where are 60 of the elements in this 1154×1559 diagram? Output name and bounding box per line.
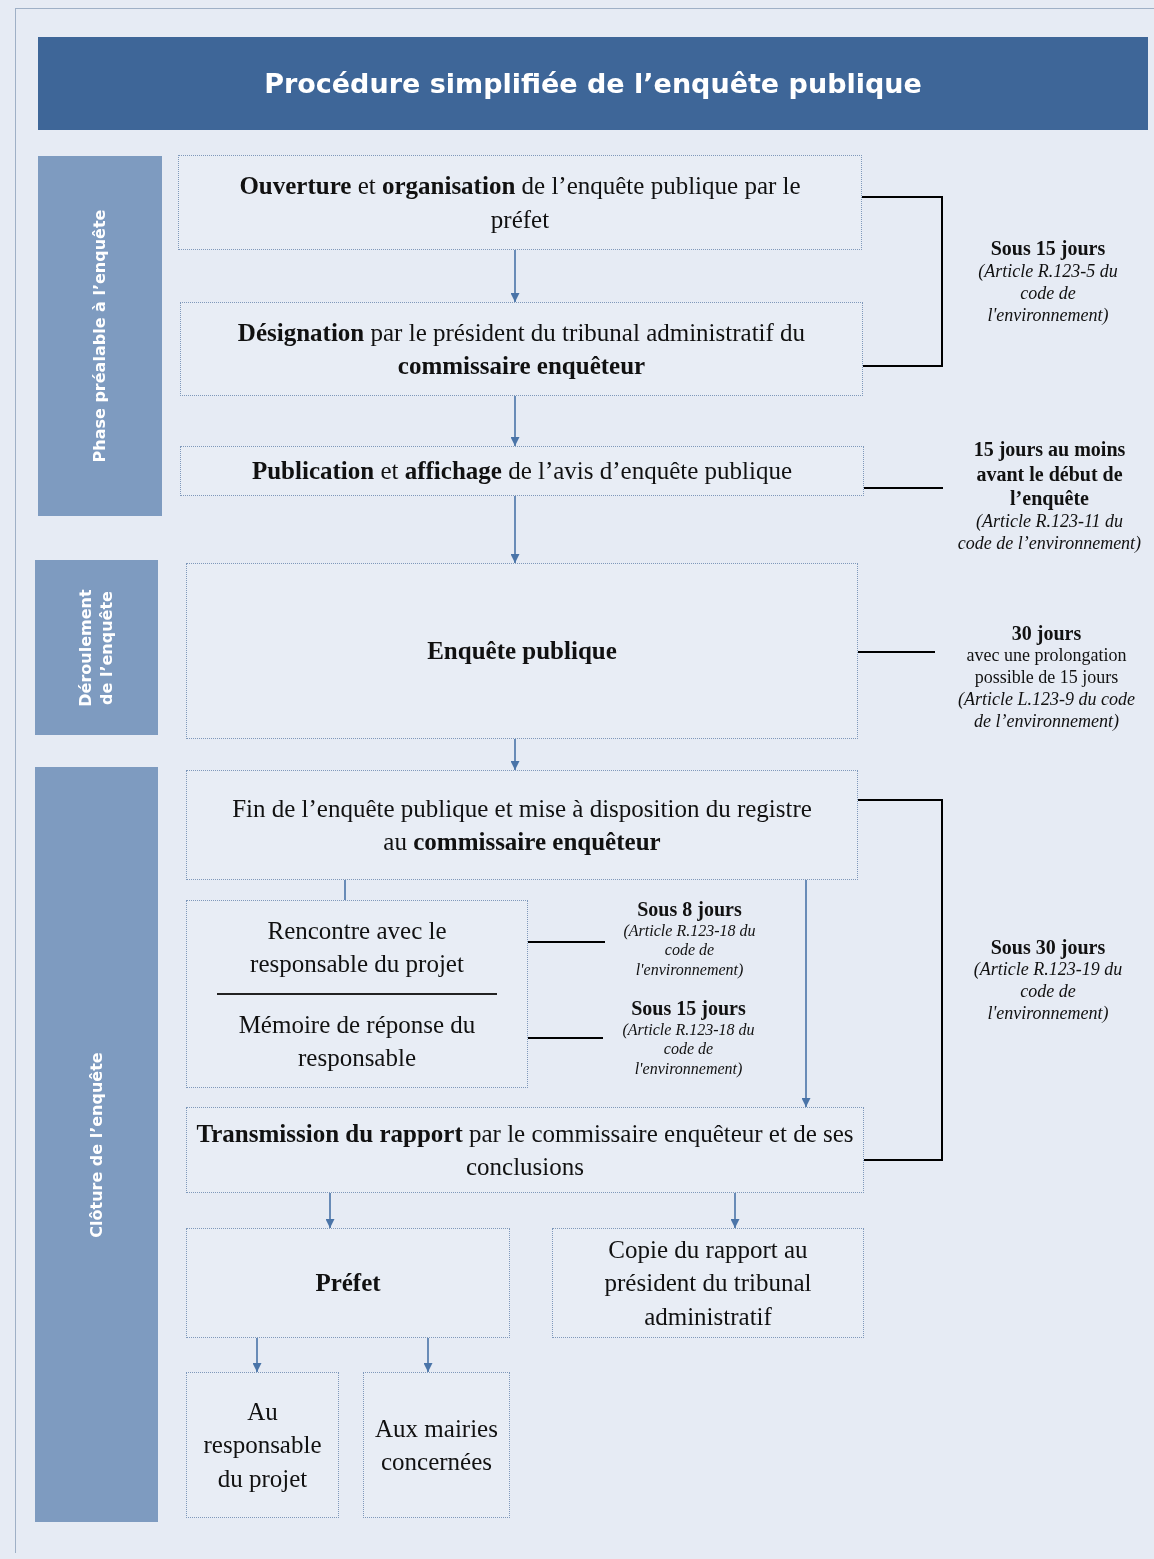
phase-label: Phase préalable à l’enquête bbox=[89, 208, 110, 465]
process-box bbox=[186, 1107, 864, 1193]
step-text: Enquête publique bbox=[427, 636, 617, 667]
flow-arrow bbox=[423, 1337, 433, 1373]
step-text: Fin de l’enquête publique et mise à disposition du registre au commissaire enquêteur bbox=[231, 793, 813, 857]
leader-line bbox=[527, 941, 606, 943]
step-text: Ouverture et organisation de l’enquête publique par le préfet bbox=[238, 171, 802, 235]
process-box bbox=[180, 302, 863, 396]
phase-band bbox=[38, 156, 162, 516]
article-reference: (Article R.123-19 du code de l'environnement) bbox=[972, 959, 1124, 1026]
process-box bbox=[186, 770, 858, 880]
process-box bbox=[186, 563, 858, 739]
flow-arrow bbox=[252, 1337, 262, 1373]
deadline-text: Sous 30 jours bbox=[990, 934, 1106, 960]
deadline-text: 30 jours bbox=[1011, 620, 1082, 646]
leader-line bbox=[857, 799, 943, 981]
step-text: Mémoire de réponse du responsable bbox=[237, 1009, 477, 1073]
flow-arrow bbox=[801, 879, 811, 1108]
flow-arrow bbox=[325, 1192, 335, 1229]
flow-arrow bbox=[730, 1192, 740, 1229]
process-box bbox=[178, 155, 862, 250]
step-text: Transmission du rapport par le commissaire enquêteur et de ses conclusions bbox=[195, 1118, 855, 1182]
process-box bbox=[552, 1228, 864, 1338]
leader-line bbox=[862, 281, 943, 367]
title-banner: Procédure simplifiée de l’enquête publique bbox=[38, 37, 1148, 130]
step-text: Au responsable du projet bbox=[202, 1397, 323, 1494]
process-box bbox=[363, 1372, 510, 1518]
article-reference: (Article R.123-18 du code de l'environnement) bbox=[622, 921, 757, 980]
article-reference: (Article L.123-9 du code de l’environnement) bbox=[957, 689, 1136, 734]
phase-band bbox=[35, 767, 158, 1522]
phase-band bbox=[35, 560, 158, 735]
flow-arrow bbox=[510, 495, 520, 564]
process-box bbox=[186, 1228, 510, 1338]
step-text: Aux mairies concernées bbox=[374, 1413, 499, 1477]
deadline-text: Sous 8 jours bbox=[637, 896, 742, 921]
process-box bbox=[186, 900, 528, 1088]
leader-line bbox=[863, 979, 943, 1161]
leader-line bbox=[863, 487, 944, 489]
flow-arrow bbox=[510, 738, 520, 771]
deadline-text: Sous 15 jours bbox=[990, 236, 1106, 261]
deadline-text: 15 jours au moins avant le début de l’enquête bbox=[972, 437, 1127, 511]
phase-label: Clôture de l’enquête bbox=[86, 1050, 107, 1240]
leader-line bbox=[861, 196, 943, 283]
leader-line bbox=[527, 1037, 604, 1039]
step-text: Copie du rapport au président du tribunal administratif bbox=[603, 1235, 813, 1332]
flow-arrow bbox=[510, 249, 520, 303]
step-text: Rencontre avec le responsable du projet bbox=[249, 915, 465, 979]
flow-arrow bbox=[510, 395, 520, 447]
process-box bbox=[186, 1372, 339, 1518]
step-text: Préfet bbox=[315, 1268, 381, 1299]
step-text: Désignation par le président du tribunal administratif du commissaire enquêteur bbox=[236, 317, 807, 381]
article-reference: (Article R.123-11 du code de l’environnement) bbox=[957, 510, 1142, 555]
deadline-text: Sous 15 jours bbox=[631, 995, 746, 1020]
article-reference: (Article R.123-18 du code de l'environnement) bbox=[621, 1020, 756, 1079]
leader-line bbox=[857, 651, 936, 653]
phase-label: Déroulement de l’enquête bbox=[75, 587, 117, 709]
note-text: avec une prolongation possible de 15 jours bbox=[965, 645, 1128, 690]
article-reference: (Article R.123-5 du code de l'environnement) bbox=[977, 260, 1119, 327]
step-text: Publication et affichage de l’avis d’enquête publique bbox=[251, 456, 793, 487]
process-box bbox=[180, 446, 864, 496]
